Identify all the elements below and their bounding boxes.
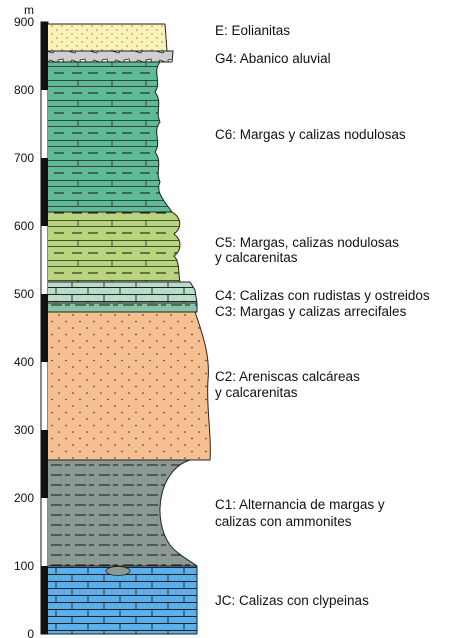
label-c6: C6: Margas y calizas nodulosas	[215, 127, 406, 142]
label-c5-line2: y calcarenitas	[215, 250, 298, 265]
tick-label: 700	[14, 151, 34, 165]
label-c3: C3: Margas y calizas arrecifales	[215, 304, 407, 319]
tick-label: 600	[14, 219, 34, 233]
depth-axis: m 0 100 200 300 400 500 600 700 800 900	[14, 3, 34, 638]
unit-c1	[48, 460, 197, 576]
tick-label: 0	[27, 627, 34, 638]
unit-g4	[48, 51, 173, 62]
label-c1-line1: C1: Alternancia de margas y	[215, 497, 385, 512]
label-g4: G4: Abanico aluvial	[215, 51, 331, 66]
unit-c2	[48, 312, 211, 460]
label-e: E: Eolianitas	[215, 23, 291, 38]
unit-c5	[48, 212, 180, 282]
tick-label: 200	[14, 491, 34, 505]
unit-c3	[48, 303, 197, 312]
tick-label: 100	[14, 559, 34, 573]
label-c2-line1: C2: Areniscas calcáreas	[215, 369, 360, 384]
unit-e	[48, 24, 167, 51]
unit-c6	[48, 62, 172, 212]
tick-label: 900	[14, 15, 34, 29]
tick-label: 300	[14, 423, 34, 437]
label-c5-line1: C5: Margas, calizas nodulosas	[215, 235, 399, 250]
tick-label: 500	[14, 287, 34, 301]
tick-label: 800	[14, 83, 34, 97]
axis-unit: m	[24, 3, 34, 17]
tick-label: 400	[14, 355, 34, 369]
label-c1-line2: calizas con ammonites	[215, 514, 352, 529]
label-c4: C4: Calizas con rudistas y ostreidos	[215, 288, 430, 303]
label-c2-line2: y calcarenitas	[215, 385, 298, 400]
label-jc: JC: Calizas con clypeinas	[215, 593, 369, 608]
unit-jc	[48, 566, 197, 634]
unit-c4	[48, 282, 197, 303]
